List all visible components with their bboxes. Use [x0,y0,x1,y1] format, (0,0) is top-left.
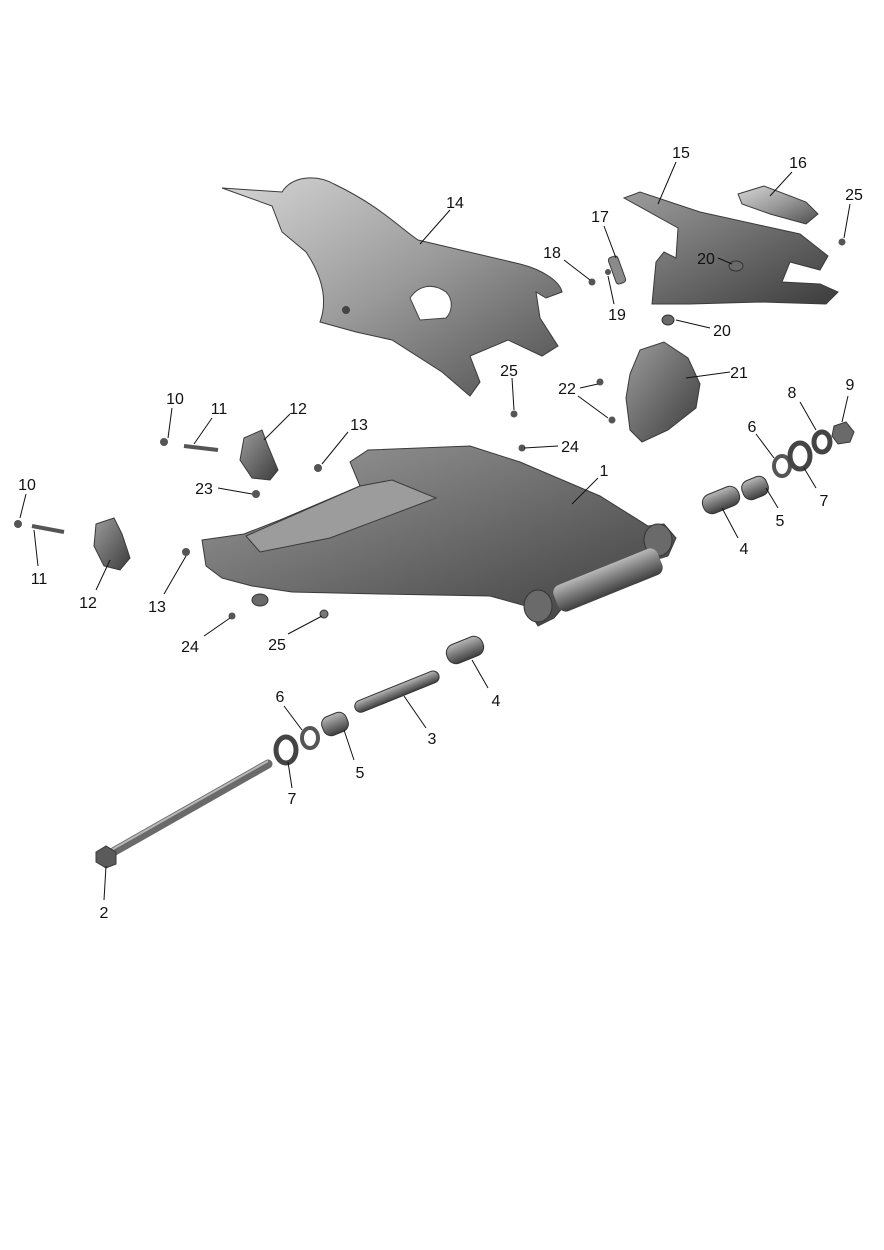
nut-24-upper-part [518,444,526,452]
chain-guard-part [622,191,839,305]
swingarm-cross-tube [553,548,663,612]
washer-7-lower-part [273,734,299,766]
bracket-12-lower-part [93,517,131,571]
callout-labels: 1 2 3 4 4 5 5 6 6 7 7 8 9 10 10 11 11 12… [18,145,863,922]
nut-25-mid-part [510,410,518,418]
callout-5-upper: 5 [776,513,785,530]
callout-16: 16 [789,155,807,172]
bush-lower-part [251,593,269,607]
swingarm-pivot-left [523,589,553,623]
callout-24-upper: 24 [561,439,579,456]
callout-2: 2 [100,905,109,922]
callout-3: 3 [428,731,437,748]
washer-6-lower-part [300,726,320,750]
pad-part [737,185,819,225]
rear-hugger-cutout [409,285,452,321]
rear-hugger-part [221,177,563,397]
spacer-5-upper-part [741,475,769,501]
callout-12-upper: 12 [289,401,307,418]
callout-20-lower: 20 [713,323,731,340]
leader-lines [19,161,851,901]
callout-17: 17 [591,209,609,226]
washer-7-upper-part [787,440,813,472]
callout-9: 9 [846,377,855,394]
callout-11-lower: 11 [31,571,48,588]
callout-13-lower: 13 [148,599,166,616]
bolt-22-lower-part [608,416,616,424]
cover-21-part [625,341,701,443]
small-bracket-part [607,255,627,285]
bolt-11-lower-part [31,524,65,534]
callout-7-upper: 7 [820,493,829,510]
bolt-19-part [605,269,611,275]
callout-23: 23 [195,481,213,498]
grommet-lower-part [661,314,675,326]
bolt-22-upper-part [596,378,604,386]
callout-7-lower: 7 [288,791,297,808]
nut-23-part [252,490,260,498]
callout-25-lower: 25 [268,637,286,654]
callout-4-upper: 4 [740,541,749,558]
callout-25-mid: 25 [500,363,518,380]
callout-5-lower: 5 [356,765,365,782]
bolt-10-lower-part [14,520,22,528]
callout-6-lower: 6 [276,689,285,706]
bracket-12-upper-part [239,429,279,481]
callout-13-upper: 13 [350,417,368,434]
callout-12-lower: 12 [79,595,97,612]
callout-24-lower: 24 [181,639,199,656]
nut-24-lower-part [228,612,236,620]
axle-part [101,759,273,861]
bolt-11-upper-part [183,444,219,452]
callout-19: 19 [608,307,626,324]
nut-9-part [831,421,855,445]
rear-hugger-bolt-hole [342,306,350,314]
nut-25-upper-part [838,238,846,246]
spindle-sleeve-part [354,670,440,713]
washer-8-part [811,429,833,455]
callout-10-lower: 10 [18,477,36,494]
bush-4-upper-part [701,485,741,515]
callout-10-upper: 10 [166,391,184,408]
swingarm-top-face [245,479,438,553]
axle-head-part [95,845,117,869]
callout-20-upper: 20 [697,251,715,268]
callout-14: 14 [446,195,464,212]
nut-13-lower-part [182,548,190,556]
grommet-upper-part [728,260,744,272]
callout-11-upper: 11 [211,401,228,418]
callout-6-upper: 6 [748,419,757,436]
bolt-18-part [588,278,596,286]
nut-13-upper-part [314,464,322,472]
callout-8: 8 [788,385,797,402]
callout-25-upper: 25 [845,187,863,204]
axle-highlight [105,760,269,854]
bolt-10-upper-part [160,438,168,446]
washer-6-upper-part [772,454,792,478]
callout-18: 18 [543,245,561,262]
spacer-5-lower-part [321,711,349,737]
callout-15: 15 [672,145,690,162]
callout-1: 1 [600,463,609,480]
callout-4-lower: 4 [492,693,501,710]
callout-22: 22 [558,381,576,398]
bush-4-lower-part [445,635,485,665]
callout-21: 21 [730,365,748,382]
